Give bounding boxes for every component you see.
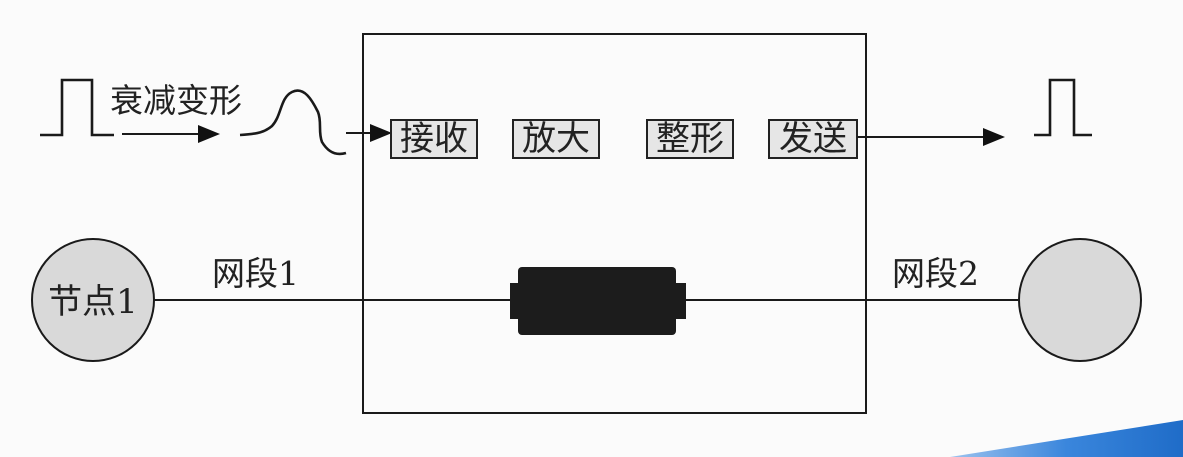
stage-receive-label: 接收 xyxy=(400,119,468,159)
attenuation-arrow-head xyxy=(198,125,220,143)
output-arrow-head xyxy=(983,128,1005,146)
stage-send: 发送 xyxy=(768,119,858,159)
input-arrow-head xyxy=(370,124,392,142)
stage-amplify: 放大 xyxy=(512,119,600,159)
stage-receive-box xyxy=(390,119,478,159)
stage-shape-label: 整形 xyxy=(656,119,724,159)
node-left-circle xyxy=(31,238,155,362)
node-left: 节点1 xyxy=(31,238,155,362)
stage-shape: 整形 xyxy=(646,119,734,159)
segment-1-label: 网段1 xyxy=(212,254,299,293)
corner-accent-shape xyxy=(950,420,1183,457)
node-left-label: 节点1 xyxy=(48,282,138,322)
segment-2-label: 网段2 xyxy=(892,254,979,293)
stage-shape-box xyxy=(646,119,734,159)
node-right-circle xyxy=(1018,238,1142,362)
input-pulse-signal xyxy=(40,78,114,137)
attenuation-label: 衰减变形 xyxy=(110,81,242,120)
output-pulse-signal xyxy=(1034,78,1092,137)
distorted-wave-signal xyxy=(239,89,347,156)
stage-amplify-box xyxy=(512,119,600,159)
repeater-frame xyxy=(362,33,867,414)
stage-send-label: 发送 xyxy=(779,119,847,159)
stage-amplify-label: 放大 xyxy=(522,119,590,159)
stage-send-box xyxy=(768,119,858,159)
repeater-body xyxy=(518,267,676,335)
node-right xyxy=(1018,238,1142,362)
stage-receive: 接收 xyxy=(390,119,478,159)
repeater-device xyxy=(510,267,686,335)
